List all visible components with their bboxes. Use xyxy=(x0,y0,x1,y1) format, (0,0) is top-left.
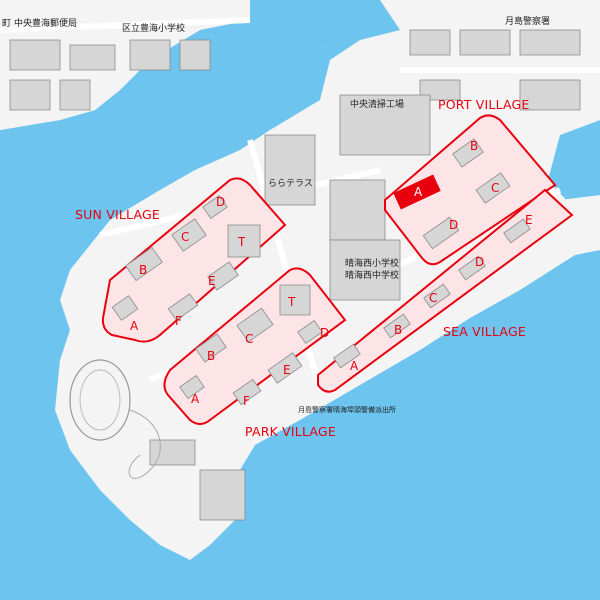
zone-buildings xyxy=(111,138,531,406)
label-left-edge: 町 xyxy=(2,19,11,29)
label-harumi-elem: 晴海西小学校 xyxy=(345,257,399,269)
park-block-b[interactable]: B xyxy=(207,349,215,363)
port-block-a[interactable]: A xyxy=(414,185,423,199)
sun-block-d[interactable]: D xyxy=(216,195,225,209)
sea-block-b[interactable]: B xyxy=(394,323,402,337)
label-school-top: 区立豊海小学校 xyxy=(122,22,185,34)
label-police-box: 月島警察署晴海埠頭警備派出所 xyxy=(298,405,396,414)
label-post-office: 中央豊海郵便局 xyxy=(14,17,77,29)
sun-block-f[interactable]: F xyxy=(175,314,182,328)
park-track xyxy=(69,359,131,441)
port-block-d[interactable]: D xyxy=(449,218,458,232)
port-block-c[interactable]: C xyxy=(491,181,499,195)
label-port-village[interactable]: PORT VILLAGE xyxy=(438,97,530,112)
park-paths xyxy=(128,409,161,479)
port-block-b[interactable]: B xyxy=(470,139,478,153)
sun-block-t[interactable]: T xyxy=(237,235,246,249)
label-sea-village[interactable]: SEA VILLAGE xyxy=(443,324,526,339)
park-inner xyxy=(79,369,121,431)
sea-block-d[interactable]: D xyxy=(475,255,484,269)
park-block-d[interactable]: D xyxy=(320,326,329,340)
port-village-block-a-highlight[interactable] xyxy=(393,174,441,210)
park-block-f[interactable]: F xyxy=(243,394,250,408)
pier xyxy=(560,195,600,240)
label-harumi-jhs: 晴海西中学校 xyxy=(345,269,399,281)
label-lala-terrace: ららテラス xyxy=(268,178,313,189)
sun-block-b[interactable]: B xyxy=(139,263,147,277)
zone-port-village xyxy=(384,114,557,266)
park-block-t[interactable]: T xyxy=(287,295,296,309)
label-police-top: 月島警察署 xyxy=(505,15,550,27)
sun-block-c[interactable]: C xyxy=(181,230,189,244)
background-buildings xyxy=(9,29,581,521)
sea-block-e[interactable]: E xyxy=(525,213,533,227)
park-block-e[interactable]: E xyxy=(283,363,291,377)
label-cleaning-plant: 中央清掃工場 xyxy=(350,98,404,110)
canal xyxy=(250,0,400,60)
sun-block-a[interactable]: A xyxy=(130,319,139,333)
sea-block-a[interactable]: A xyxy=(350,359,359,373)
sun-block-e[interactable]: E xyxy=(208,274,216,288)
park-block-a[interactable]: A xyxy=(191,392,200,406)
label-park-village[interactable]: PARK VILLAGE xyxy=(245,424,336,439)
label-sun-village[interactable]: SUN VILLAGE xyxy=(75,207,160,222)
zone-sun-village xyxy=(101,177,287,343)
park-block-c[interactable]: C xyxy=(245,332,253,346)
sea-block-c[interactable]: C xyxy=(429,291,437,305)
